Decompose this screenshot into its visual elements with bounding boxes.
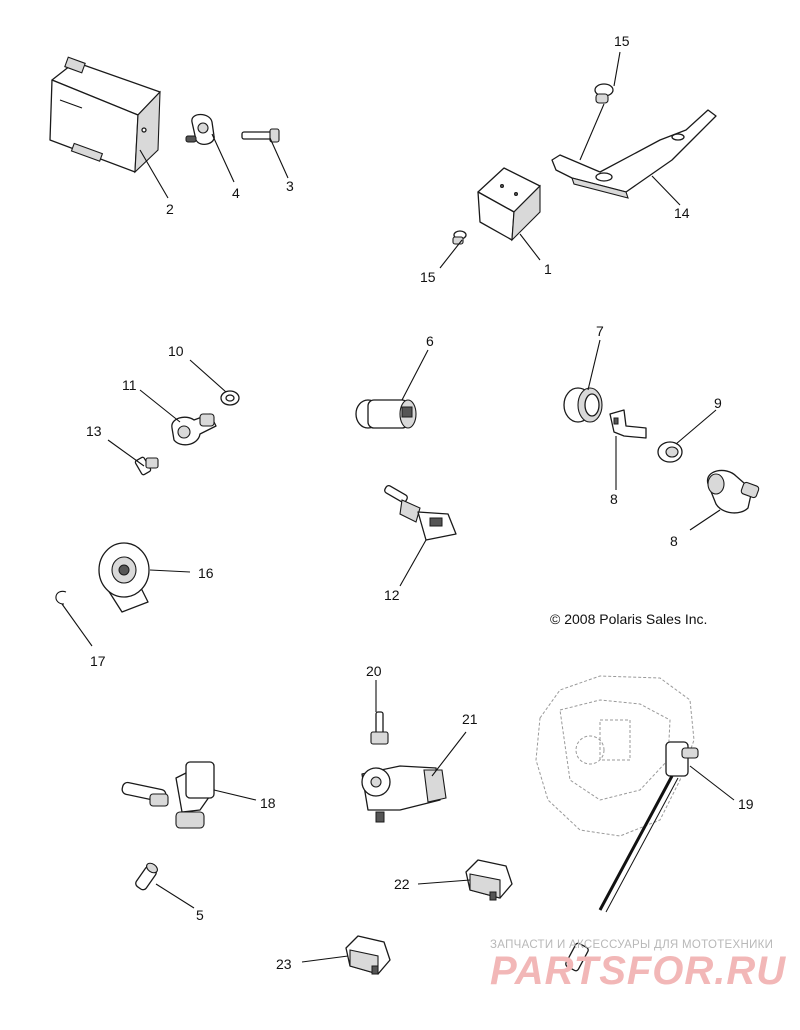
callout-5: 5 xyxy=(196,907,204,923)
part-18-cam-sensor xyxy=(121,761,215,829)
part-23-switch xyxy=(345,935,391,975)
part-17-clip xyxy=(55,590,67,605)
part-15-rivet-lower xyxy=(452,230,467,245)
callout-14: 14 xyxy=(674,205,690,221)
callout-8-right: 8 xyxy=(670,533,678,549)
part-4-clamp xyxy=(185,113,215,146)
callout-12: 12 xyxy=(384,587,400,603)
part-20-bolt xyxy=(370,711,389,745)
callout-17: 17 xyxy=(90,653,106,669)
callout-20: 20 xyxy=(366,663,382,679)
part-14-bracket xyxy=(551,109,717,199)
part-7-grommet xyxy=(563,387,603,423)
part-5-pin xyxy=(135,862,158,891)
part-16-knock-sensor xyxy=(98,542,150,613)
callout-4: 4 xyxy=(232,185,240,201)
callout-7: 7 xyxy=(596,323,604,339)
callout-23: 23 xyxy=(276,956,292,972)
callout-6: 6 xyxy=(426,333,434,349)
callout-19: 19 xyxy=(738,796,754,812)
callout-21: 21 xyxy=(462,711,478,727)
part-21-map-sensor xyxy=(361,765,447,823)
part-13-bolt xyxy=(134,456,159,476)
callout-15-lower: 15 xyxy=(420,269,436,285)
callout-labels: 2 4 3 15 14 1 15 10 11 13 6 7 9 8 8 12 1… xyxy=(86,33,754,972)
callout-10: 10 xyxy=(168,343,184,359)
callout-1: 1 xyxy=(544,261,552,277)
part-15-rivet-top xyxy=(594,83,614,104)
callout-2: 2 xyxy=(166,201,174,217)
callout-18: 18 xyxy=(260,795,276,811)
part-8-switch xyxy=(706,469,760,514)
part-2-ecu-module xyxy=(49,56,161,174)
part-10-washer xyxy=(220,390,240,406)
part-3-bolt xyxy=(241,128,280,143)
part-8-terminal xyxy=(609,409,647,439)
leader-lines xyxy=(61,51,735,963)
part-6-sensor xyxy=(355,399,417,429)
part-11-sensor xyxy=(171,413,217,446)
watermark: ЗАПЧАСТИ И АКСЕССУАРЫ ДЛЯ МОТОТЕХНИКИ PA… xyxy=(490,939,786,993)
part-1-relay xyxy=(477,167,541,242)
callout-22: 22 xyxy=(394,876,410,892)
callout-3: 3 xyxy=(286,178,294,194)
watermark-tagline: ЗАПЧАСТИ И АКСЕССУАРЫ ДЛЯ МОТОТЕХНИКИ xyxy=(490,939,773,951)
watermark-logo: PARTSFOR.RU xyxy=(490,949,786,993)
part-22-switch xyxy=(465,859,513,901)
callout-13: 13 xyxy=(86,423,102,439)
callout-11: 11 xyxy=(122,377,137,393)
callout-8-left: 8 xyxy=(610,491,618,507)
part-9-nut xyxy=(657,441,683,463)
callout-15-top: 15 xyxy=(614,33,630,49)
copyright-notice: © 2008 Polaris Sales Inc. xyxy=(550,611,707,627)
callout-16: 16 xyxy=(198,565,214,581)
callout-9: 9 xyxy=(714,395,722,411)
part-12-temp-sensor xyxy=(384,484,457,541)
part-19-throttle-linkage xyxy=(535,675,699,972)
